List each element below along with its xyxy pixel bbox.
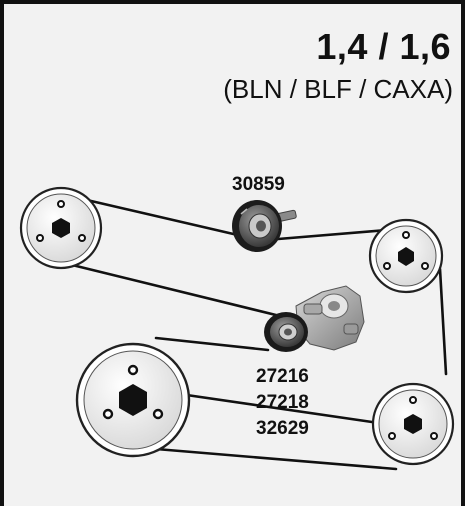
hex-hub-icon: [119, 384, 147, 416]
tensioner-part-numbers: 27216 27218 32629: [256, 364, 309, 442]
pulley-top-left: [19, 186, 103, 270]
idler-pulley-image: [232, 200, 297, 252]
hex-hub-icon: [52, 218, 70, 238]
hex-hub-icon: [398, 247, 414, 266]
hex-hub-icon: [404, 414, 422, 434]
pulley-crankshaft: [75, 342, 191, 458]
belt-routing-diagram: [19, 186, 455, 471]
tensioner-part-number: 27218: [256, 392, 309, 413]
idler-pulley-part-number: 30859: [232, 174, 285, 195]
engine-code-title: 1,4 / 1,6: [316, 26, 451, 67]
tensioner-assembly-image: [264, 285, 365, 352]
tensioner-part-number: 32629: [256, 418, 309, 439]
tensioner-part-number: 27216: [256, 366, 309, 387]
pulley-top-right: [368, 218, 444, 294]
pulley-bottom-right: [371, 382, 455, 466]
engine-variants-subtitle: (BLN / BLF / CAXA): [223, 74, 453, 104]
